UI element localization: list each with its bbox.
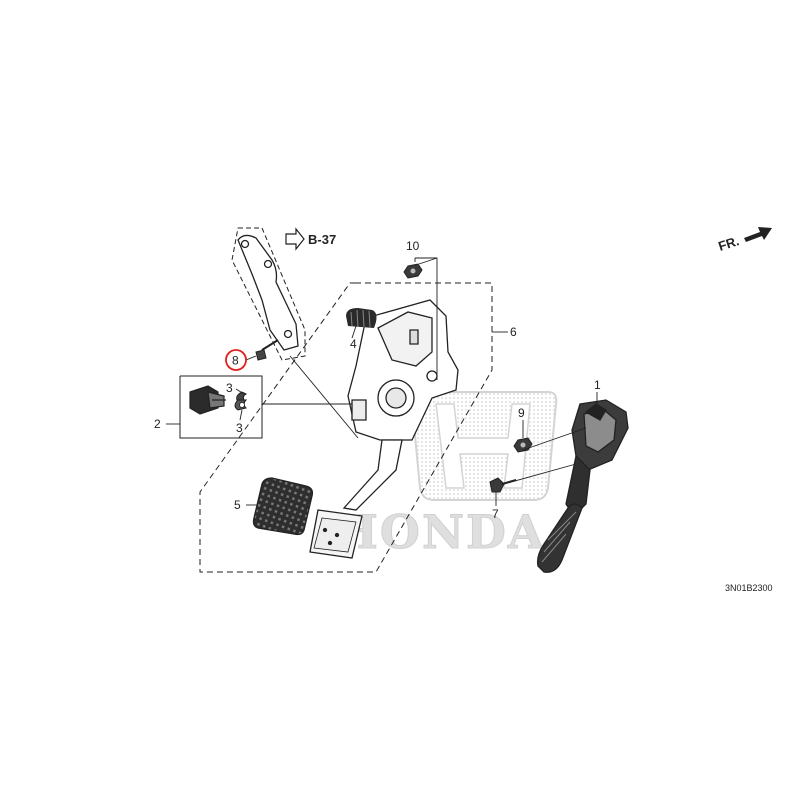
nut-10 — [403, 263, 423, 279]
brake-pedal-assembly — [309, 299, 459, 559]
highlighted-callout-8[interactable]: 8 — [225, 349, 247, 371]
bolt-7 — [489, 477, 517, 493]
callout-1: 1 — [594, 378, 601, 392]
watermark-text: HONDA — [334, 505, 545, 559]
callout-10: 10 — [406, 239, 420, 253]
bracket-boundary — [231, 227, 306, 361]
callout-4: 4 — [350, 337, 357, 351]
leader-lines — [166, 257, 598, 506]
callouts: 1 2 3 3 4 5 6 7 9 10 — [154, 239, 601, 521]
reference-label: B-37 — [308, 232, 336, 247]
callout-3-lower: 3 — [236, 421, 243, 435]
direction-label: FR. — [716, 233, 741, 254]
callout-3-upper: 3 — [226, 381, 233, 395]
arrow-icon — [744, 227, 772, 242]
highlight-ring — [225, 349, 247, 371]
callout-5: 5 — [234, 498, 241, 512]
callout-2: 2 — [154, 417, 161, 431]
pedal-pad — [252, 477, 314, 536]
clip-lower — [234, 399, 248, 411]
bolt-8 — [255, 339, 279, 361]
part-2-bracket — [179, 375, 263, 439]
accelerator-pedal — [536, 399, 629, 573]
stop-switch — [189, 385, 226, 415]
pedal-bracket — [237, 234, 299, 351]
drawing-code: 3N01B2300 — [725, 583, 773, 593]
reference-arrow: B-37 — [285, 227, 336, 251]
callout-6: 6 — [510, 325, 517, 339]
callout-8: 8 — [232, 354, 239, 368]
front-direction-indicator: FR. — [716, 227, 772, 254]
honda-watermark-logo: HONDA — [334, 391, 558, 560]
stopper-rubber — [346, 308, 377, 328]
callout-7: 7 — [492, 507, 499, 521]
assembly-boundary-6 — [199, 282, 493, 573]
callout-9: 9 — [518, 406, 525, 420]
